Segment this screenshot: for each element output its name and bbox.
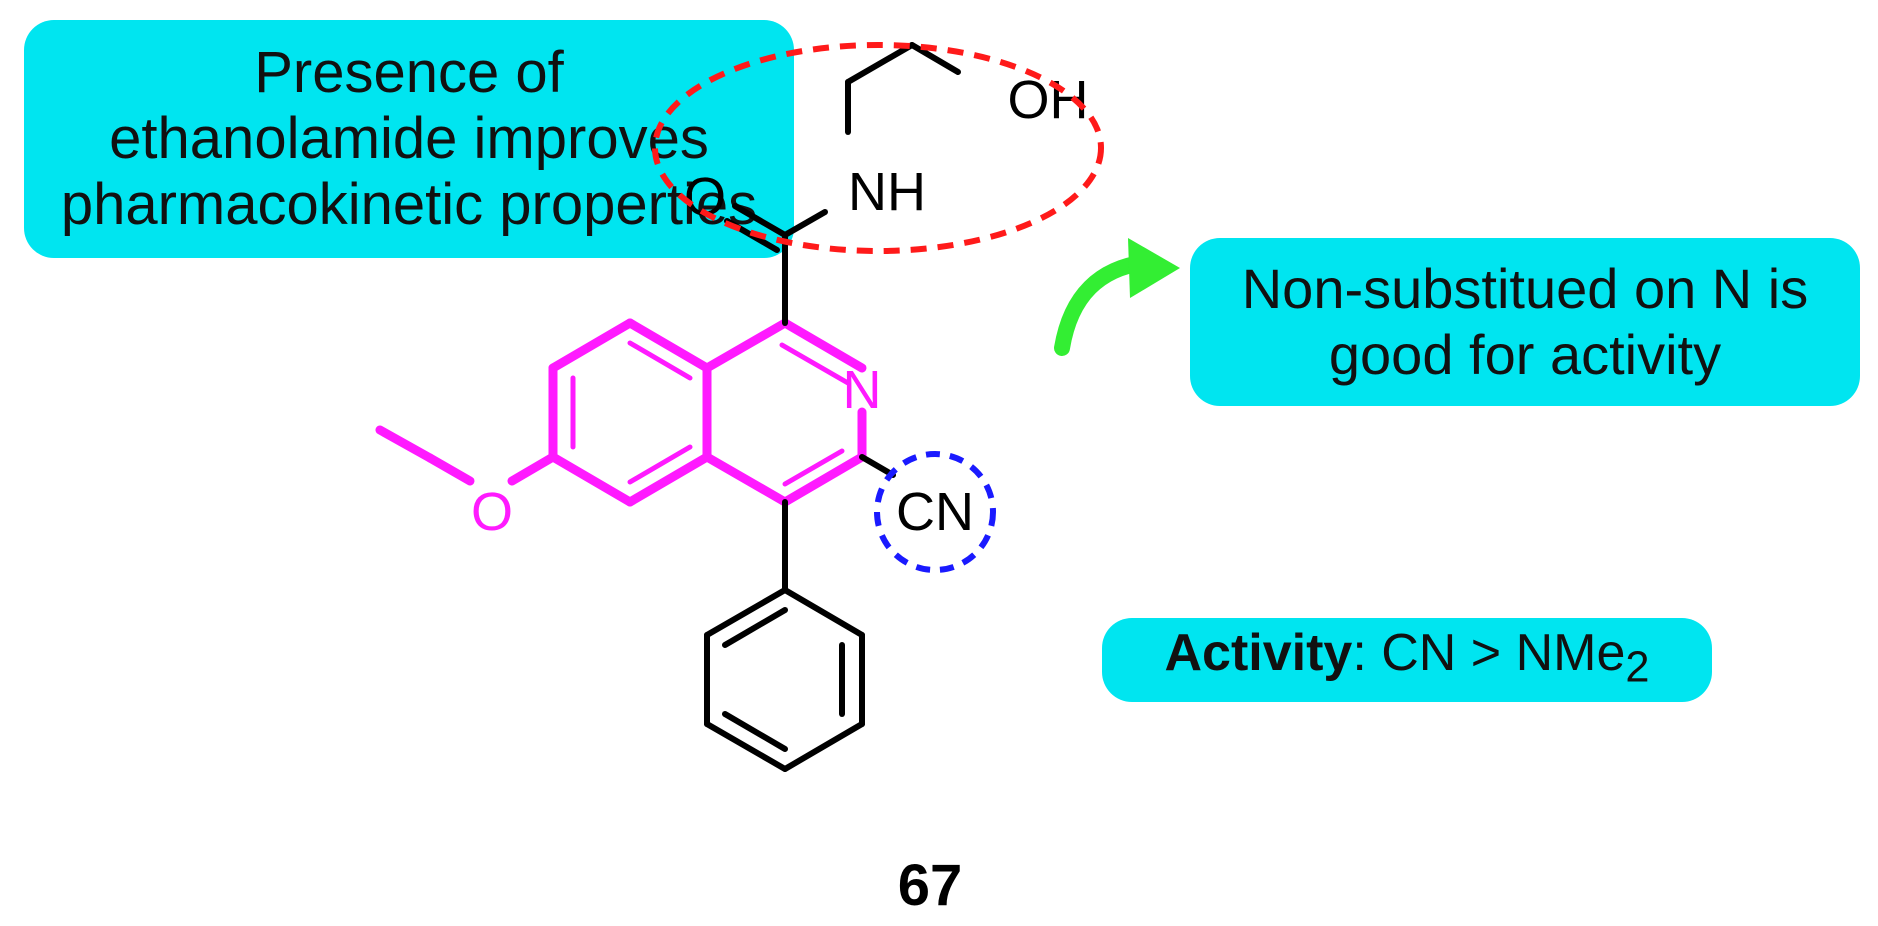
bond-c8-c8a-inner <box>627 340 693 381</box>
activity-callout-subscript: 2 <box>1625 643 1650 692</box>
bond-c6-o <box>507 452 558 486</box>
ethanolamide-callout-line-2: ethanolamide improves <box>109 106 709 171</box>
bond-c3-cn <box>859 454 896 478</box>
bond-c1-n2 <box>780 318 867 373</box>
atom-methoxy-o: O <box>471 482 513 542</box>
n-substitution-callout-line-2: good for activity <box>1328 323 1722 386</box>
bond-o-methyl <box>425 453 475 486</box>
bond-ph-4 <box>704 721 788 772</box>
compound-number: 67 <box>897 853 963 918</box>
bond-methyl <box>375 425 435 463</box>
bond-ph-1 <box>782 587 865 638</box>
ethanolamide-callout-line-1: Presence of <box>254 40 564 105</box>
activity-callout-bold: Activity <box>1164 623 1353 682</box>
bond-ch2-oh <box>909 42 961 75</box>
bond-ph-6 <box>704 587 788 638</box>
bond-c6-c5 <box>548 452 635 507</box>
n-substitution-callout: Non-substitued on N is good for activity <box>1190 238 1860 406</box>
bond-c5-c4a-inner <box>627 444 693 485</box>
bond-c8a-c8 <box>625 318 712 373</box>
activity-callout: Activity: CN > NMe2 <box>1102 618 1712 702</box>
bond-carbonyl-nh <box>782 209 828 238</box>
substituent-bonds <box>704 42 961 772</box>
atom-carbonyl-o: O <box>684 167 726 227</box>
n-substitution-callout-text: Non-substitued on N is good for activity <box>1242 256 1809 388</box>
bond-c4-c4a <box>702 452 790 507</box>
bond-carbonyl-o-1 <box>732 203 788 238</box>
bond-ph-inner-3 <box>722 607 788 648</box>
bond-ph-3 <box>782 721 865 772</box>
arrow-head-icon <box>1128 238 1180 298</box>
ethanolamide-highlight-ellipse <box>652 42 1104 254</box>
bond-ph-inner-2 <box>722 711 788 752</box>
ethanolamide-callout-text: Presence of ethanolamide improves pharma… <box>61 40 757 238</box>
bond-c1-n2-inner <box>779 342 851 386</box>
bond-c3-c4-inner <box>782 448 845 487</box>
activity-callout-comparison: : CN > NMe <box>1352 623 1626 682</box>
n-substitution-callout-line-1: Non-substitued on N is <box>1241 257 1809 320</box>
cn-highlight-circle <box>874 451 996 573</box>
atom-cn: CN <box>896 482 974 542</box>
atom-nh: NH <box>848 162 926 222</box>
bond-c3-c4 <box>780 452 867 507</box>
atom-ring-n: N <box>843 360 882 420</box>
bond-ch2-ch2 <box>845 42 915 85</box>
bond-c5-c4a <box>625 452 712 507</box>
ethanolamide-callout-line-3: pharmacokinetic properties <box>60 172 758 237</box>
isoquinoline-core <box>375 318 867 507</box>
bond-c8-c7 <box>548 318 635 373</box>
activity-callout-text: Activity: CN > NMe2 <box>1164 623 1649 697</box>
ethanolamide-callout: Presence of ethanolamide improves pharma… <box>24 20 794 258</box>
bond-c8a-c1 <box>702 318 790 373</box>
